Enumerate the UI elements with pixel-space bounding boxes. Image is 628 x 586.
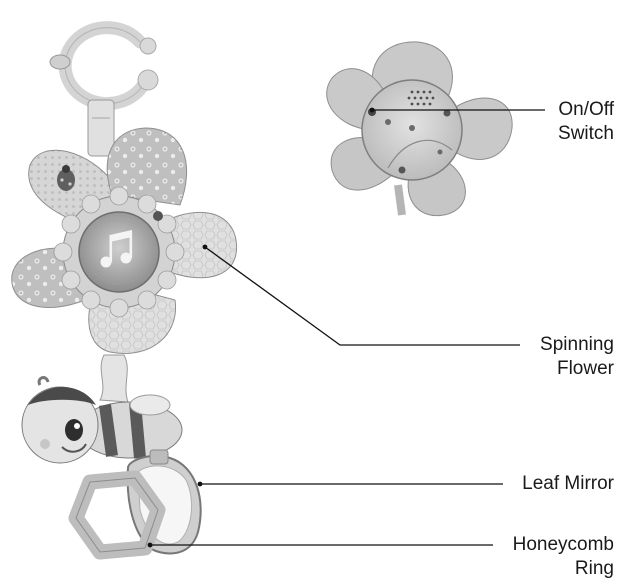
- leaf-mirror-icon: [128, 450, 201, 553]
- callout-line: Leaf Mirror: [522, 472, 614, 496]
- callout-line: Flower: [540, 357, 614, 381]
- callout-line: Honeycomb: [513, 533, 614, 557]
- callout-on-off-switch: On/Off Switch: [558, 98, 614, 146]
- callout-honeycomb-ring: Honeycomb Ring: [513, 533, 614, 581]
- callout-spinning-flower: Spinning Flower: [540, 333, 614, 381]
- flower-back-view-icon: [327, 42, 513, 216]
- stem-icon: [100, 355, 128, 402]
- callout-line: On/Off: [558, 98, 614, 122]
- leader-line-spinning-flower: [205, 247, 520, 345]
- callout-line: Spinning: [540, 333, 614, 357]
- callout-line: Switch: [558, 122, 614, 146]
- callout-line: Ring: [513, 557, 614, 581]
- callout-leaf-mirror: Leaf Mirror: [522, 472, 614, 496]
- spinning-flower-icon: [12, 128, 237, 353]
